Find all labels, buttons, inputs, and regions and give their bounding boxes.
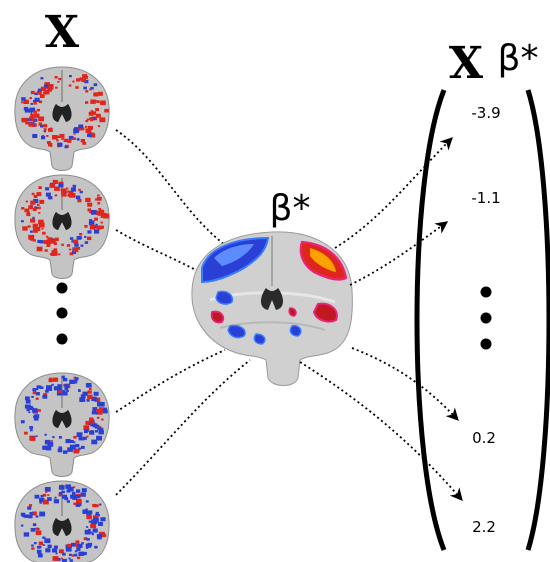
vertical-ellipsis-icon bbox=[480, 286, 492, 350]
x-row-brain-3 bbox=[14, 372, 110, 478]
beta-label: β* bbox=[270, 188, 311, 229]
connector-arrow bbox=[299, 361, 463, 501]
beta-brain-map bbox=[191, 231, 353, 386]
connector-arrow bbox=[349, 221, 449, 286]
vector-right-paren bbox=[525, 89, 550, 551]
connector-line bbox=[115, 129, 226, 246]
output-value: 0.2 bbox=[472, 429, 496, 447]
x-row-brain-1 bbox=[14, 66, 110, 172]
connector-line bbox=[115, 349, 226, 413]
x-row-brain-2 bbox=[14, 174, 110, 280]
x-row-brain-4 bbox=[14, 480, 110, 562]
vector-left-paren bbox=[414, 89, 447, 551]
vertical-ellipsis-icon bbox=[56, 282, 68, 345]
product-beta-label: β* bbox=[498, 38, 539, 79]
output-value: -3.9 bbox=[471, 104, 500, 122]
x-matrix-label: X bbox=[45, 7, 80, 58]
connector-line bbox=[115, 359, 251, 496]
connector-arrow bbox=[351, 347, 459, 421]
product-x-label: X bbox=[449, 38, 484, 89]
output-value: -1.1 bbox=[471, 189, 500, 207]
output-value: 2.2 bbox=[472, 518, 496, 536]
connector-arrow bbox=[334, 137, 453, 249]
